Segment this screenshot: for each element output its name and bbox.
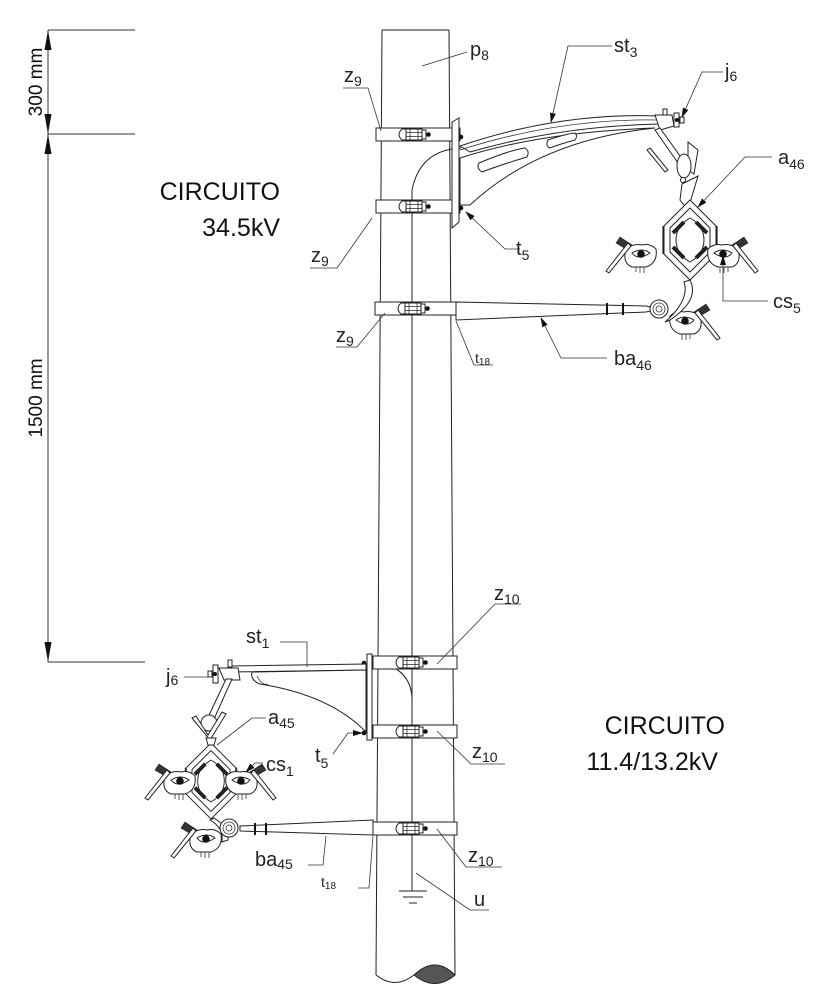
clamp-z9-lower — [374, 301, 460, 316]
label-z9-lower: z9 — [336, 325, 354, 349]
label-z9-middle: z9 — [311, 245, 329, 269]
label-st3: st3 — [614, 35, 638, 60]
label-a45: a45 — [268, 707, 295, 731]
circuit-lower-title: CIRCUITO — [605, 712, 725, 740]
dimension-300mm: 300 mm — [26, 29, 135, 135]
label-a46: a46 — [778, 147, 805, 172]
plate-neck-a45 — [205, 737, 217, 746]
label-j6-top: j6 — [724, 61, 737, 84]
circuit-upper-voltage: 34.5kV — [202, 214, 280, 242]
label-t5-bottom: t5 — [315, 745, 329, 771]
dimension-300mm-label: 300 mm — [26, 48, 47, 117]
plate-lower-arm — [664, 279, 693, 323]
dimension-1500mm: 1500 mm — [26, 134, 145, 663]
crossarm-st1 — [191, 653, 373, 741]
label-z10-middle: z10 — [472, 741, 498, 765]
label-st1: st1 — [246, 626, 270, 651]
label-ba46: ba46 — [614, 348, 652, 373]
label-z9-upper: z9 — [344, 65, 362, 89]
clamp-cs1-bottom — [170, 821, 222, 859]
suspension-assembly-a46 — [661, 198, 719, 282]
clamp-z9-middle — [375, 199, 461, 214]
circuit-lower-voltage: 11.4/13.2kV — [586, 748, 718, 776]
pole — [375, 29, 456, 984]
leader-lines — [184, 45, 772, 911]
brace-ba45 — [219, 818, 374, 838]
circuit-upper-title: CIRCUITO — [160, 178, 280, 206]
brace-ba46 — [455, 299, 669, 321]
dimension-1500mm-label: 1500 mm — [26, 358, 47, 437]
label-ba45: ba45 — [255, 849, 293, 872]
label-t18-bottom: t18 — [321, 874, 336, 892]
ground-wire — [366, 147, 462, 904]
clamp-z10-upper — [372, 655, 458, 670]
label-cs5: cs5 — [773, 291, 801, 316]
label-z10-upper: z10 — [494, 583, 520, 607]
label-p8: p8 — [470, 39, 489, 63]
label-t5-top: t5 — [516, 238, 530, 263]
label-u: u — [474, 889, 485, 911]
label-j6-bottom: j6 — [165, 666, 178, 688]
label-z10-lower: z10 — [468, 845, 494, 869]
clamp-z9-upper — [375, 127, 461, 142]
clamp-z10-lower — [372, 821, 458, 836]
clamp-cs5-left — [605, 236, 657, 274]
pole-break-section — [413, 964, 456, 984]
crossarm-st3 — [451, 108, 699, 230]
clamp-z10-middle — [372, 724, 458, 739]
label-cs1: cs1 — [266, 754, 294, 779]
label-t18-top: t18 — [475, 350, 490, 368]
